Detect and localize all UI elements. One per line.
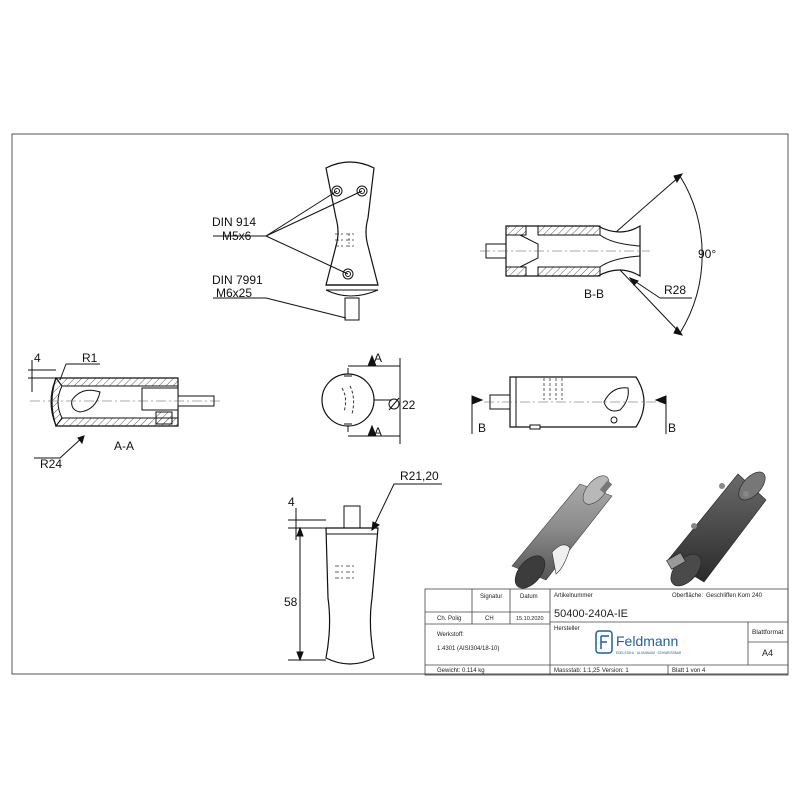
section-bb-label: B-B	[584, 287, 604, 301]
section-b-markers	[471, 395, 667, 434]
version-text: Version: 1	[602, 668, 629, 674]
angle-90-dimension	[615, 173, 703, 336]
section-b-b-view	[480, 224, 650, 278]
material-label: Werkstoff:	[437, 632, 464, 638]
din7991-label: DIN 7991	[212, 273, 263, 287]
weight-text: Gewicht: 0.114 kg	[437, 668, 485, 674]
feldmann-logo: Feldmann EDELSTAHL · ALUMINIUM · SCHWEIS…	[595, 630, 682, 655]
format-label: Blattformat	[752, 629, 784, 636]
m5x6-label: M5x6	[222, 229, 252, 243]
article-number: 50400-240A-IE	[554, 608, 628, 620]
material-value: 1.4301 (AISI304/18-10)	[437, 646, 499, 652]
drawn-by: Ch. Polig	[437, 616, 461, 622]
signature-value: CH	[485, 616, 494, 622]
isometric-render-dark	[666, 471, 767, 587]
isometric-render-light	[511, 475, 613, 589]
screw-callouts	[213, 190, 363, 319]
top-front-view	[325, 161, 379, 321]
manufacturer-label: Hersteller	[554, 626, 580, 632]
section-a-a-view	[30, 376, 220, 428]
r28-leader	[628, 277, 692, 299]
date-label: Datum	[520, 594, 538, 600]
r1-label: R1	[82, 351, 98, 365]
format-value: A4	[762, 648, 773, 658]
a-a-dimensions	[28, 360, 100, 459]
article-label: Artikelnummer	[554, 593, 593, 599]
logo-text: Feldmann	[616, 633, 678, 649]
dim-58-label: 58	[284, 595, 298, 609]
bottom-view-dimensions	[288, 483, 442, 662]
side-view	[484, 376, 666, 430]
sheet-border	[11, 133, 789, 675]
date-value: 15.10.2020	[516, 616, 544, 622]
dim-4-left-label: 4	[34, 351, 41, 365]
surface-label: Oberfläche:	[672, 593, 703, 599]
angle-label: 90°	[698, 247, 716, 261]
scale-text: Massstab: 1:1,25	[554, 668, 600, 674]
diameter-label: 22	[402, 398, 416, 412]
b-right-label: B	[668, 421, 676, 435]
r24-label: R24	[40, 457, 62, 471]
bottom-front-view	[325, 505, 379, 665]
logo-subtitle: EDELSTAHL · ALUMINIUM · SCHWEISSBAR	[616, 651, 682, 655]
sheet-text: Blatt 1 von 4	[672, 668, 706, 674]
section-aa-label: A-A	[114, 439, 134, 453]
surface-value: Geschliffen Korn 240	[706, 593, 763, 599]
din914-label: DIN 914	[212, 215, 256, 229]
r28-label: R28	[664, 283, 686, 297]
signature-label: Signatur	[480, 594, 502, 600]
dim-4-bottom-label: 4	[288, 495, 295, 509]
section-a-markers	[348, 354, 401, 444]
m6x25-label: M6x25	[216, 286, 252, 300]
a-top-label: A	[374, 351, 382, 365]
a-bottom-label: A	[374, 425, 382, 439]
b-left-label: B	[478, 421, 486, 435]
end-view	[321, 368, 375, 432]
r21-label: R21,20	[400, 469, 439, 483]
title-block	[424, 588, 789, 676]
